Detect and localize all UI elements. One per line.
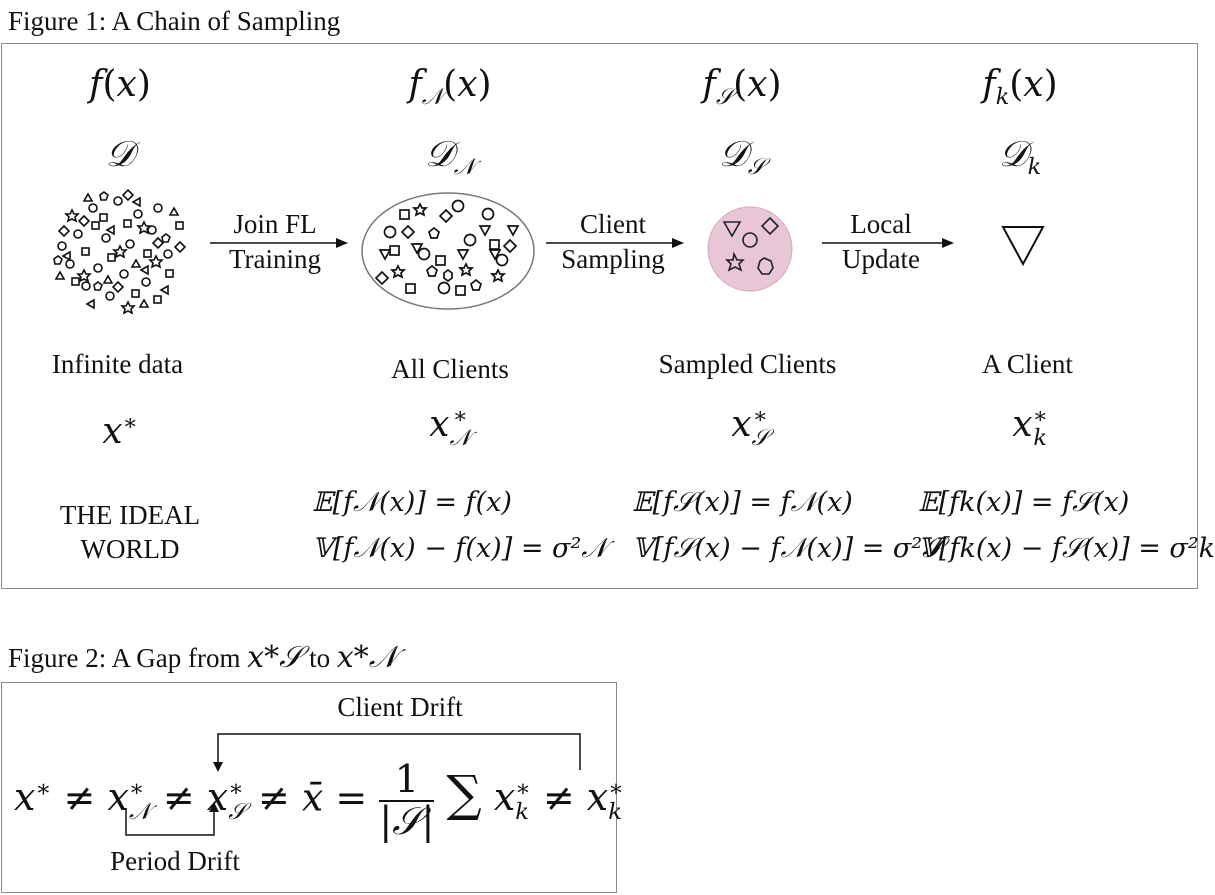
optimum-x-star-k: x∗k	[1012, 402, 1048, 451]
optimum-x-star-N: x∗𝒩	[429, 402, 471, 451]
figure2-caption-to: x*𝒩	[336, 640, 398, 675]
figure2-caption-from: x*𝒮	[247, 640, 303, 675]
ideal-world-line1: THE IDEAL	[59, 500, 201, 530]
expectation-S: 𝔼[f𝒮(x)] = f𝒩(x)	[632, 487, 853, 518]
function-f: f(x)	[89, 64, 151, 105]
figure2-caption-to-word: to	[309, 643, 331, 673]
arrow-join-fl-line2: Training	[228, 244, 322, 274]
label-all-clients: All Clients	[391, 354, 509, 384]
optimum-x-star-S: x∗𝒮	[731, 402, 769, 451]
function-f-S: f𝒮(x)	[702, 64, 782, 111]
client-triangle-icon	[1001, 226, 1045, 267]
fraction-denominator: |𝒮|	[379, 798, 435, 843]
variance-k: 𝕍[fk(x) − f𝒮(x)] = σ²k	[918, 533, 1215, 564]
distribution-D-k: 𝒟k	[998, 134, 1042, 181]
arrow-client-sampling	[546, 238, 684, 248]
sampled-clients-disc	[707, 206, 793, 292]
arrow-client-sampling-line2: Sampling	[561, 244, 665, 274]
client-drift-label: Client Drift	[337, 692, 463, 722]
distribution-D-S: 𝒟𝒮	[718, 134, 765, 181]
label-sampled-clients: Sampled Clients	[658, 349, 837, 379]
drift-equation: x∗ ≠ x∗𝒩 ≠ x∗𝒮 ≠ x̄ = 1 |𝒮| ∑ x∗k ≠ x∗k	[14, 757, 624, 843]
figure2-caption: Figure 2: A Gap from x*𝒮 to x*𝒩	[8, 640, 398, 675]
label-a-client: A Client	[982, 349, 1073, 379]
expectation-k: 𝔼[fk(x)] = f𝒮(x)	[918, 487, 1130, 518]
infinite-data-cluster	[53, 188, 187, 315]
variance-N: 𝕍[f𝒩(x) − f(x)] = σ²𝒩	[312, 533, 608, 564]
arrow-local-update-line2: Update	[842, 244, 920, 274]
figure1-frame	[1, 43, 1198, 589]
distribution-D-N: 𝒟𝒩	[424, 134, 476, 181]
arrow-local-update-line1: Local	[850, 209, 912, 239]
figure2-frame	[1, 682, 617, 893]
label-infinite-data: Infinite data	[51, 349, 184, 379]
function-f-N: f𝒩(x)	[408, 64, 492, 111]
figure1-caption: Figure 1: A Chain of Sampling	[8, 6, 341, 36]
period-drift-label: Period Drift	[110, 846, 240, 876]
fraction-numerator: 1	[379, 759, 435, 802]
optimum-x-star: x∗	[102, 410, 138, 452]
figure2-caption-text: Figure 2: A Gap from	[8, 643, 241, 673]
function-f-k: fk(x)	[982, 64, 1058, 111]
arrow-local-update	[822, 238, 954, 248]
distribution-D: 𝒟	[105, 134, 135, 175]
expectation-N: 𝔼[f𝒩(x)] = f(x)	[312, 487, 512, 518]
arrow-client-sampling-line1: Client	[580, 209, 646, 239]
variance-S: 𝕍[f𝒮(x) − f𝒩(x)] = σ²𝒮	[632, 533, 944, 564]
arrow-join-fl-training	[210, 238, 348, 248]
all-clients-ellipse	[361, 192, 535, 310]
drift-brackets	[125, 733, 581, 836]
ideal-world-line2: WORLD	[80, 534, 180, 564]
arrow-join-fl-line1: Join FL	[233, 209, 317, 239]
